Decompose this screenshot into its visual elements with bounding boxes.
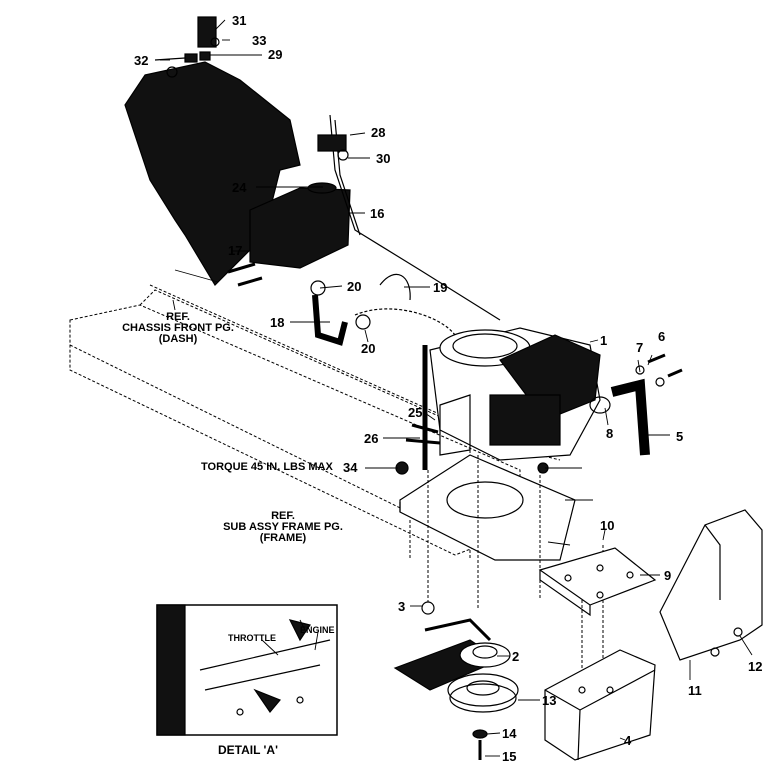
callout-26: 30 [376, 151, 391, 166]
detail-throttle-label: THROTTLE [228, 633, 276, 643]
callout-28: 32 [134, 53, 149, 68]
callout-6: 6 [658, 329, 666, 344]
callout-24: 28 [371, 125, 386, 140]
detail-a-box [156, 604, 338, 736]
callout-30: 34 [343, 460, 358, 475]
ref-chassis-line-2: CHASSIS FRONT PG. [122, 322, 234, 334]
callout-16: 16 [370, 206, 385, 221]
callout-14: 14 [502, 726, 517, 741]
callout-23: 26 [364, 431, 379, 446]
callout-4: 4 [624, 733, 632, 748]
ref-chassis-line-1: REF. [166, 311, 190, 323]
fuel-tank [249, 182, 351, 269]
ref-frame-line-2: SUB ASSY FRAME PG. [223, 521, 343, 533]
callout-1: 1 [600, 333, 608, 348]
callout-18: 18 [270, 315, 285, 330]
fuel-hose [310, 280, 371, 346]
drive-pulley [447, 673, 519, 713]
callout-11: 11 [688, 683, 702, 698]
ref-frame-line-3: (FRAME) [259, 532, 307, 544]
plate-hardware [395, 423, 549, 475]
callout-3: 3 [398, 599, 406, 614]
ref-frame-line-1: REF. [271, 510, 295, 522]
ref-chassis-line-3: (DASH) [158, 333, 198, 345]
callout-22: 25 [408, 405, 423, 420]
callout-21: 24 [232, 180, 247, 195]
callout-9: 9 [664, 568, 672, 583]
leader-lines [160, 19, 753, 757]
tank-screws [227, 262, 263, 287]
callout-27: 31 [232, 13, 247, 28]
callout-10: 10 [600, 518, 615, 533]
callout-20-upper: 20 [347, 279, 362, 294]
callout-25: 29 [268, 47, 283, 62]
callout-8: 8 [606, 426, 614, 441]
ref-chassis-note: REF. CHASSIS FRONT PG. (DASH) [108, 312, 248, 345]
callout-12: 12 [748, 659, 763, 674]
engine [422, 327, 601, 470]
torque-note: TORQUE 45 IN. LBS MAX [201, 461, 333, 473]
ref-frame-note: REF. SUB ASSY FRAME PG. (FRAME) [208, 511, 358, 544]
callout-5: 5 [676, 429, 684, 444]
muffler [544, 649, 656, 761]
engine-pulley [393, 618, 511, 691]
pulley-fasteners [421, 601, 488, 760]
callout-15: 15 [502, 749, 517, 764]
callout-2: 2 [512, 649, 520, 664]
heat-shield [659, 509, 763, 661]
callout-17: 17 [228, 243, 243, 258]
callout-19: 19 [433, 280, 448, 295]
exhaust-pipe [589, 353, 683, 456]
detail-a-caption: DETAIL 'A' [218, 743, 278, 757]
mounting-plate [399, 454, 576, 561]
callout-20-lower: 20 [361, 341, 376, 356]
callout-29: 33 [252, 33, 267, 48]
callout-7: 7 [636, 340, 644, 355]
fuel-line [317, 114, 501, 336]
detail-engine-label: ENGINE [300, 625, 335, 635]
muffler-bracket [538, 547, 657, 617]
callout-13: 13 [542, 693, 557, 708]
